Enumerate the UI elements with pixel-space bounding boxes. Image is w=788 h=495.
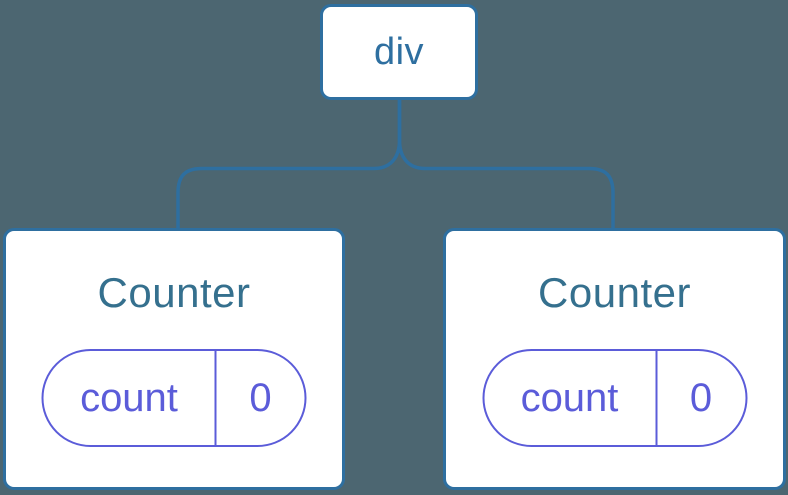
connector-right-branch <box>397 100 615 229</box>
state-pill: count 0 <box>482 349 747 447</box>
state-value-cell: 0 <box>657 351 745 445</box>
counter-node-left: Counter count 0 <box>3 228 345 490</box>
counter-node-right: Counter count 0 <box>443 228 786 490</box>
state-value-cell: 0 <box>217 351 305 445</box>
state-key-cell: count <box>484 351 657 445</box>
root-node-label: div <box>373 30 425 73</box>
connector-left-branch <box>176 100 402 229</box>
state-value-label: 0 <box>689 375 713 420</box>
state-key-cell: count <box>44 351 217 445</box>
state-value-label: 0 <box>249 375 272 420</box>
root-node-div: div <box>320 4 478 100</box>
state-pill: count 0 <box>41 349 307 447</box>
component-name-label: Counter <box>538 269 691 316</box>
state-key-label: count <box>520 375 619 420</box>
component-name-label: Counter <box>97 269 251 316</box>
state-key-label: count <box>80 375 178 420</box>
